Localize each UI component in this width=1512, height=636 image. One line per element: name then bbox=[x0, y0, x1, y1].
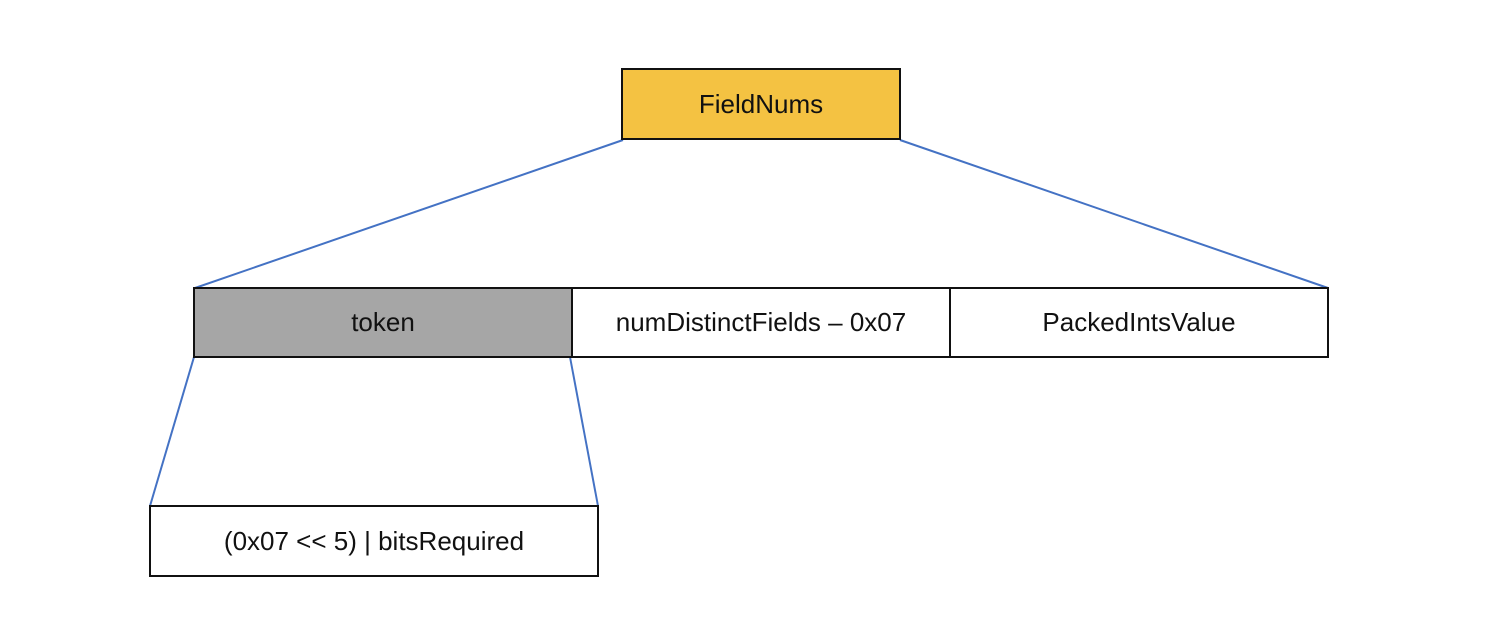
token-label: token bbox=[351, 307, 415, 337]
fieldnums-box: FieldNums bbox=[621, 68, 901, 140]
num-distinct-fields-label: numDistinctFields – 0x07 bbox=[615, 307, 907, 337]
connector-root-right bbox=[899, 139, 1329, 289]
fieldnums-label: FieldNums bbox=[698, 88, 824, 119]
connector-root-left bbox=[194, 139, 624, 289]
connector-token-right bbox=[569, 356, 599, 507]
fields-row: token numDistinctFields – 0x07 PackedInt… bbox=[193, 287, 1329, 358]
packed-ints-value-cell: PackedIntsValue bbox=[951, 289, 1327, 356]
packed-ints-value-label: PackedIntsValue bbox=[1042, 307, 1236, 337]
token-detail-label: (0x07 << 5) | bitsRequired bbox=[223, 525, 525, 556]
connector-token-left bbox=[149, 356, 195, 507]
token-cell: token bbox=[195, 289, 573, 356]
token-detail-box: (0x07 << 5) | bitsRequired bbox=[149, 505, 599, 577]
num-distinct-fields-cell: numDistinctFields – 0x07 bbox=[573, 289, 951, 356]
